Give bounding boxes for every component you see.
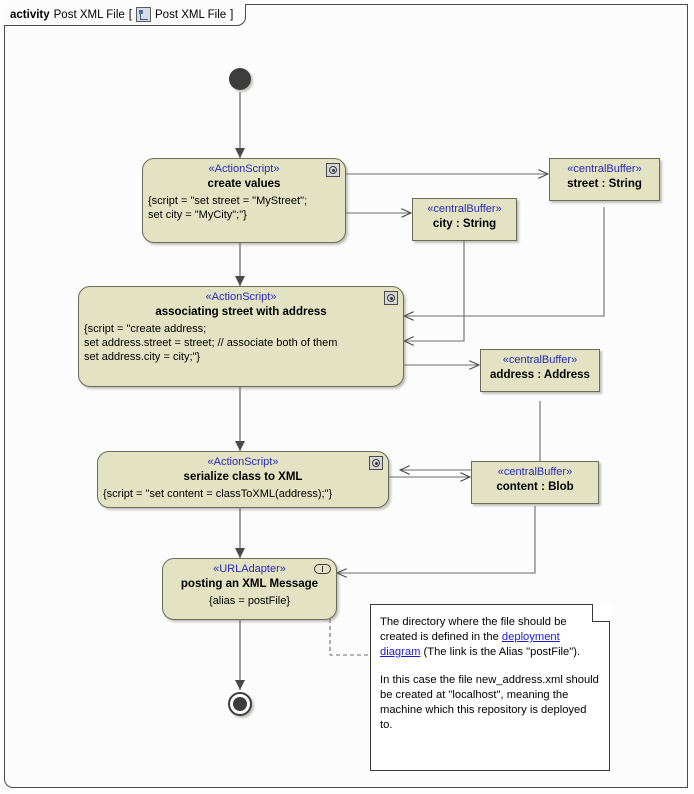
deployment-diagram-link[interactable]: deployment diagram (380, 631, 560, 658)
buffer-street-stereotype: «centralBuffer» (567, 163, 642, 175)
frame-bracket-close: ] (230, 8, 234, 21)
initial-node[interactable] (229, 68, 251, 90)
script-icon (384, 291, 398, 305)
action-posting-stereotype: «URLAdapter» (213, 563, 286, 575)
buffer-city-stereotype: «centralBuffer» (427, 203, 502, 215)
action-posting-name: posting an XML Message (180, 578, 319, 590)
activity-final-node[interactable] (228, 692, 252, 716)
note-comment: The directory where the file should be c… (370, 603, 610, 771)
note-paragraph-2: In this case the file new_address.xml sh… (380, 674, 599, 731)
central-buffer-city[interactable]: «centralBuffer» city : String (412, 198, 517, 241)
frame-header-tab: activity Post XML File [ Post XML File ] (4, 4, 247, 26)
action-create-values-name: create values (207, 178, 281, 190)
script-icon (326, 163, 340, 177)
action-create-values-body: {script = "set street = "MyStreet"; set … (148, 195, 308, 221)
frame-bracket-open: [ (128, 8, 132, 21)
url-adapter-icon (314, 564, 331, 574)
frame-keyword: activity (10, 8, 50, 21)
central-buffer-street[interactable]: «centralBuffer» street : String (549, 158, 660, 201)
script-icon (369, 456, 383, 470)
frame-name: Post XML File (53, 8, 125, 21)
action-associating-body: {script = "create address; set address.s… (84, 323, 338, 363)
buffer-content-stereotype: «centralBuffer» (497, 466, 573, 478)
activity-diagram-icon (136, 7, 151, 22)
buffer-address-name: address : Address (490, 369, 590, 381)
buffer-street-name: street : String (567, 178, 642, 190)
central-buffer-address[interactable]: «centralBuffer» address : Address (480, 349, 600, 392)
buffer-address-stereotype: «centralBuffer» (502, 354, 578, 366)
action-associating-stereotype: «ActionScript» (205, 291, 277, 303)
action-serialize-name: serialize class to XML (183, 471, 303, 483)
note-text-after-link: (The link is the Alias "postFile"). (420, 646, 581, 658)
action-serialize-body: {script = "set content = classToXML(addr… (103, 488, 333, 500)
action-associating-street-with-address[interactable]: «ActionScript» associating street with a… (78, 286, 404, 387)
buffer-content-name: content : Blob (496, 481, 574, 493)
action-posting-an-xml-message[interactable]: «URLAdapter» posting an XML Message {ali… (162, 558, 337, 620)
action-serialize-class-to-xml[interactable]: «ActionScript» serialize class to XML {s… (97, 451, 389, 508)
action-create-values-stereotype: «ActionScript» (208, 163, 280, 175)
frame-diagram-name: Post XML File (155, 8, 227, 21)
note-paragraph-1: The directory where the file should be c… (380, 615, 600, 660)
note-text-before-link: The directory where the file should be c… (380, 616, 567, 643)
note-fold-corner (592, 603, 610, 622)
action-associating-name: associating street with address (155, 306, 327, 318)
action-create-values[interactable]: «ActionScript» create values {script = "… (142, 158, 346, 243)
buffer-city-name: city : String (432, 218, 497, 230)
central-buffer-content[interactable]: «centralBuffer» content : Blob (471, 461, 599, 504)
action-posting-body: {alias = postFile} (208, 595, 291, 607)
action-serialize-stereotype: «ActionScript» (207, 456, 279, 468)
